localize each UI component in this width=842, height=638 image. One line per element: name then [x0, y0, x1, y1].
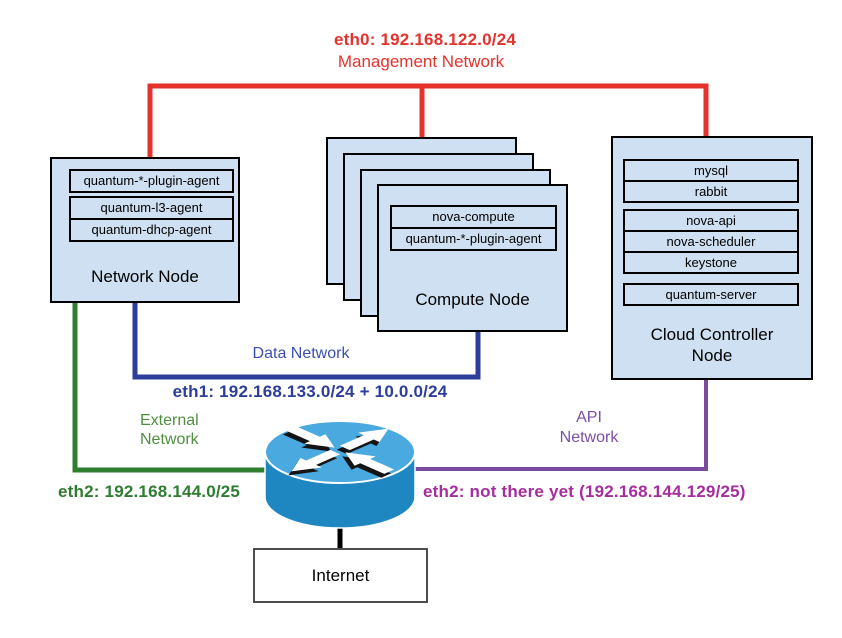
- api-network-line: [404, 380, 708, 471]
- data-network-name-label: Data Network: [252, 345, 350, 362]
- service-box: quantum-dhcp-agent: [69, 218, 234, 242]
- service-box: keystone: [623, 251, 799, 274]
- service-box: nova-api: [623, 209, 799, 232]
- management-network-eth-label: eth0: 192.168.122.0/24: [333, 30, 517, 49]
- management-network-line: [147, 83, 709, 157]
- data-network-line: [132, 303, 481, 380]
- router-icon: [264, 420, 416, 529]
- service-box: rabbit: [623, 180, 799, 203]
- api-network-eth-label: eth2: not there yet (192.168.144.129/25): [423, 482, 746, 501]
- cloud-controller-label-line2: Node: [691, 346, 733, 365]
- external-network-name-line2: Network: [140, 431, 199, 448]
- cloud-controller-node-box: mysql rabbit nova-api nova-scheduler key…: [611, 136, 813, 380]
- service-box: nova-compute: [390, 205, 557, 229]
- service-box: quantum-*-plugin-agent: [69, 169, 234, 193]
- data-network-eth-label: eth1: 192.168.133.0/24 + 10.0.0/24: [172, 382, 448, 401]
- service-box: mysql: [623, 159, 799, 182]
- api-network-name-line1: API: [576, 409, 602, 426]
- api-network-name-line2: Network: [559, 429, 619, 446]
- management-network-name-label: Management Network: [337, 52, 505, 71]
- service-box: quantum-l3-agent: [69, 196, 234, 220]
- network-node-box: quantum-*-plugin-agent quantum-l3-agent …: [50, 157, 240, 303]
- external-network-name-line1: External: [140, 412, 199, 429]
- internet-label: Internet: [311, 565, 370, 585]
- external-network-line: [72, 303, 280, 473]
- service-box: nova-scheduler: [623, 230, 799, 253]
- external-network-name-label: External Network: [140, 411, 199, 449]
- network-node-label: Network Node: [91, 267, 199, 286]
- compute-node-label: Compute Node: [415, 290, 530, 309]
- service-box: quantum-*-plugin-agent: [390, 227, 557, 251]
- compute-node-box: nova-compute quantum-*-plugin-agent Comp…: [377, 184, 568, 332]
- api-network-name-label: API Network: [560, 408, 619, 448]
- service-box: quantum-server: [623, 283, 799, 306]
- internet-box: Internet: [253, 548, 428, 603]
- cloud-controller-label-line1: Cloud Controller: [650, 325, 774, 344]
- external-network-eth-label: eth2: 192.168.144.0/25: [58, 482, 241, 501]
